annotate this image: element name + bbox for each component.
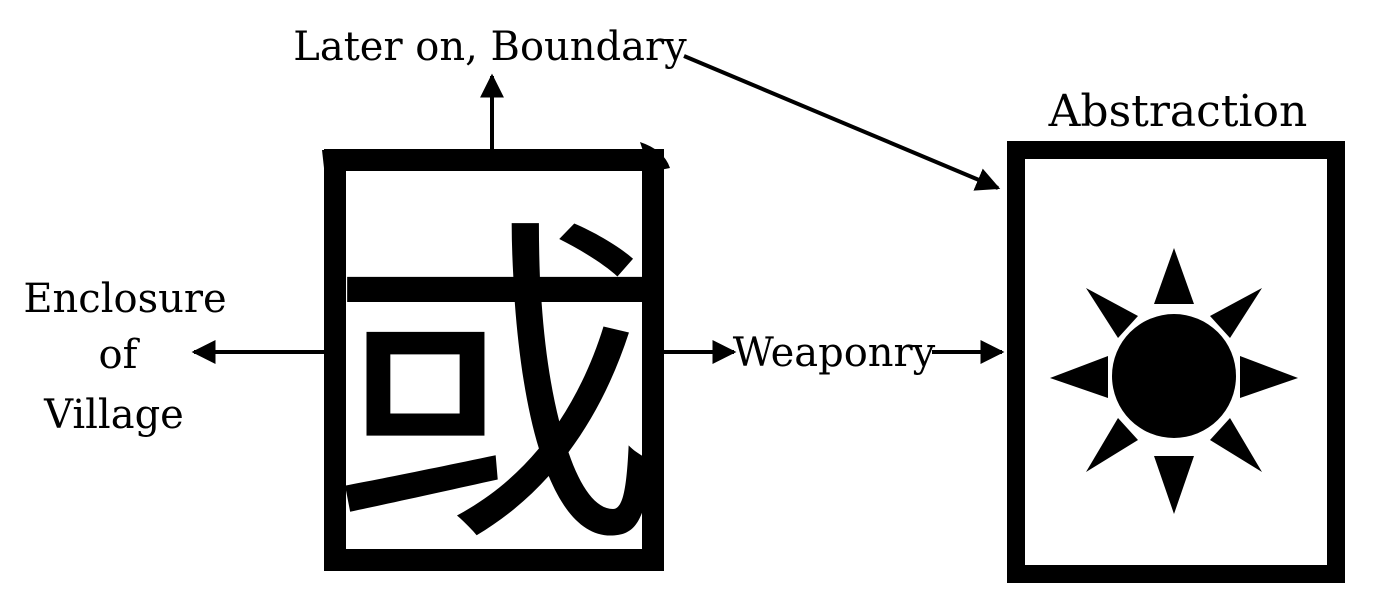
label-enclosure-line3: Village (43, 392, 184, 438)
sun-icon (1050, 248, 1298, 514)
character-glyph: 或 (324, 193, 664, 589)
label-boundary: Later on, Boundary (293, 24, 687, 70)
abstraction-box (1007, 141, 1345, 583)
label-abstraction: Abstraction (1048, 86, 1308, 137)
label-enclosure-line1: Enclosure (23, 276, 226, 322)
label-enclosure-line2: of (99, 332, 141, 378)
arrow-boundary-to-abstraction (683, 54, 1001, 191)
label-weaponry: Weaponry (733, 330, 936, 376)
character-enclosure (322, 142, 670, 571)
